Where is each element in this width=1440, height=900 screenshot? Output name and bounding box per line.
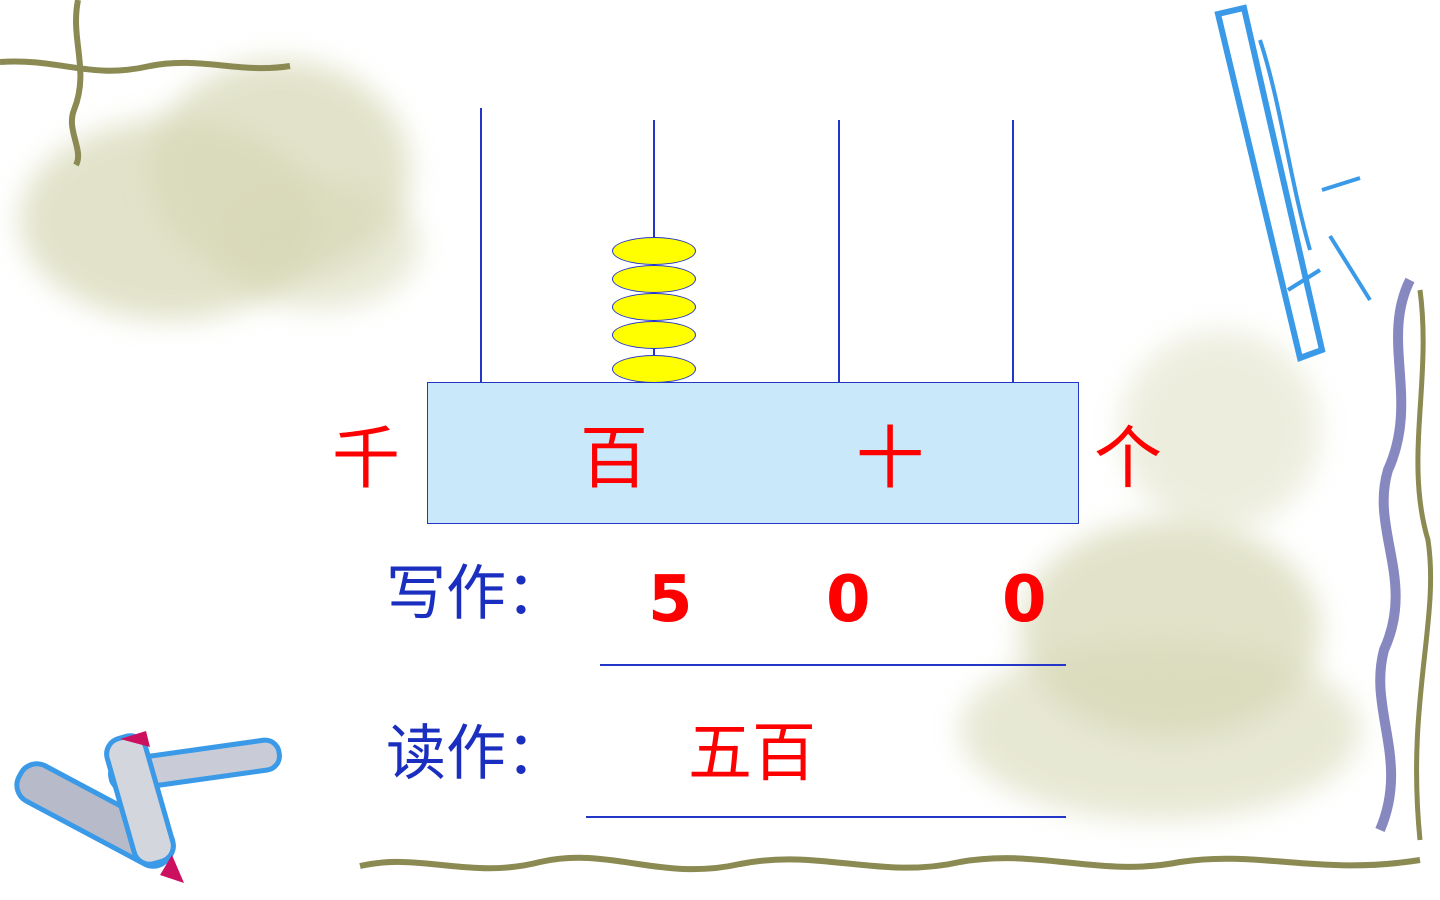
- bead[interactable]: [612, 321, 696, 349]
- rod-ones: [1012, 120, 1014, 384]
- abacus-base: [427, 382, 1079, 524]
- rod-tens: [838, 120, 840, 384]
- bead[interactable]: [612, 293, 696, 321]
- read-value: 五百: [688, 717, 816, 791]
- read-label: 读作：: [386, 719, 566, 789]
- bead[interactable]: [612, 355, 696, 383]
- chalk-stick-icon: [1214, 4, 1372, 362]
- write-answer-line: [600, 664, 1066, 666]
- digit-ones: 0: [1002, 563, 1047, 637]
- place-label-thousands: 千: [332, 420, 401, 499]
- place-label-ones: 个: [1094, 420, 1163, 499]
- digit-tens: 0: [826, 563, 871, 637]
- bead[interactable]: [612, 237, 696, 265]
- place-label-hundreds: 百: [580, 420, 649, 499]
- read-answer-line: [586, 816, 1066, 818]
- rod-thousands: [480, 108, 482, 384]
- bead[interactable]: [612, 265, 696, 293]
- place-label-tens: 十: [856, 420, 925, 499]
- write-label: 写作：: [386, 559, 566, 629]
- chalk-sticks-icon: [14, 731, 282, 883]
- digit-hundreds: 5: [648, 563, 693, 637]
